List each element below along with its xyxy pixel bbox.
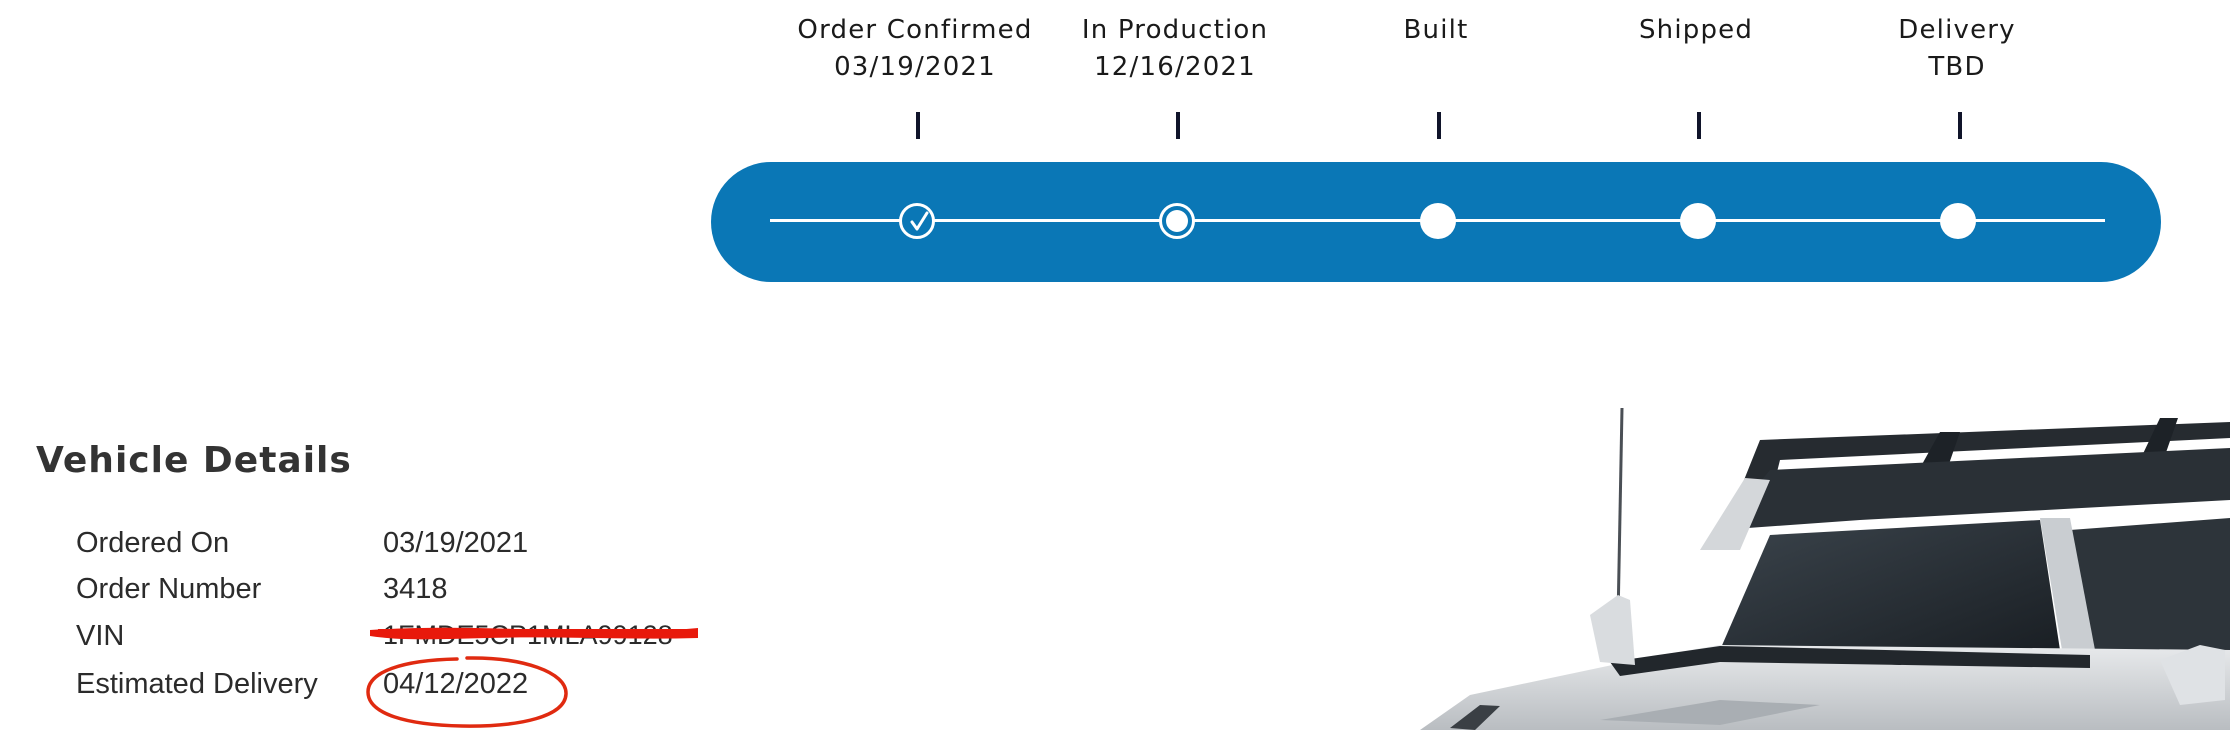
stage-label-shipped: Shipped (1546, 12, 1846, 49)
detail-value: 04/12/2022 (383, 668, 529, 700)
detail-value: 03/19/2021 (383, 527, 529, 559)
stage-label-order-confirmed: Order Confirmed 03/19/2021 (765, 12, 1065, 86)
stage-dot-pending (1420, 203, 1456, 239)
detail-row-estimated-delivery: Estimated Delivery 04/12/2022 (76, 668, 776, 708)
stage-tick (1697, 112, 1701, 139)
detail-value: 3418 (383, 573, 448, 605)
stage-label-built: Built (1286, 12, 1586, 49)
vehicle-photo (1420, 407, 2230, 730)
stage-name: Built (1403, 15, 1469, 45)
stage-label-in-production: In Production 12/16/2021 (1025, 12, 1325, 86)
stage-tick (1176, 112, 1180, 139)
stage-name: Shipped (1638, 15, 1754, 45)
detail-value: 1FMDE5CP1MLA99128 (383, 620, 673, 650)
vehicle-details-title: Vehicle Details (36, 440, 352, 481)
stage-date: 03/19/2021 (834, 52, 996, 82)
stage-tick (916, 112, 920, 139)
detail-label: Estimated Delivery (76, 668, 318, 700)
stage-dot-pending (1940, 203, 1976, 239)
stage-tick (1437, 112, 1441, 139)
detail-row-ordered-on: Ordered On 03/19/2021 (76, 527, 776, 567)
stage-dot-pending (1680, 203, 1716, 239)
stage-label-delivery: Delivery TBD (1807, 12, 2107, 86)
checkmark-icon (910, 211, 929, 231)
stage-date: TBD (1928, 52, 1986, 82)
stage-date: 12/16/2021 (1094, 52, 1256, 82)
stage-dot-complete (899, 203, 935, 239)
detail-row-order-number: Order Number 3418 (76, 573, 776, 613)
detail-label: Order Number (76, 573, 262, 605)
stage-dot-current (1159, 203, 1195, 239)
stage-name: In Production (1081, 15, 1269, 45)
detail-label: Ordered On (76, 527, 230, 559)
stage-tick (1958, 112, 1962, 139)
detail-label: VIN (76, 620, 125, 652)
detail-row-vin: VIN 1FMDE5CP1MLA99128 (76, 620, 776, 660)
stage-name: Delivery (1898, 15, 2016, 45)
stage-name: Order Confirmed (797, 15, 1033, 45)
